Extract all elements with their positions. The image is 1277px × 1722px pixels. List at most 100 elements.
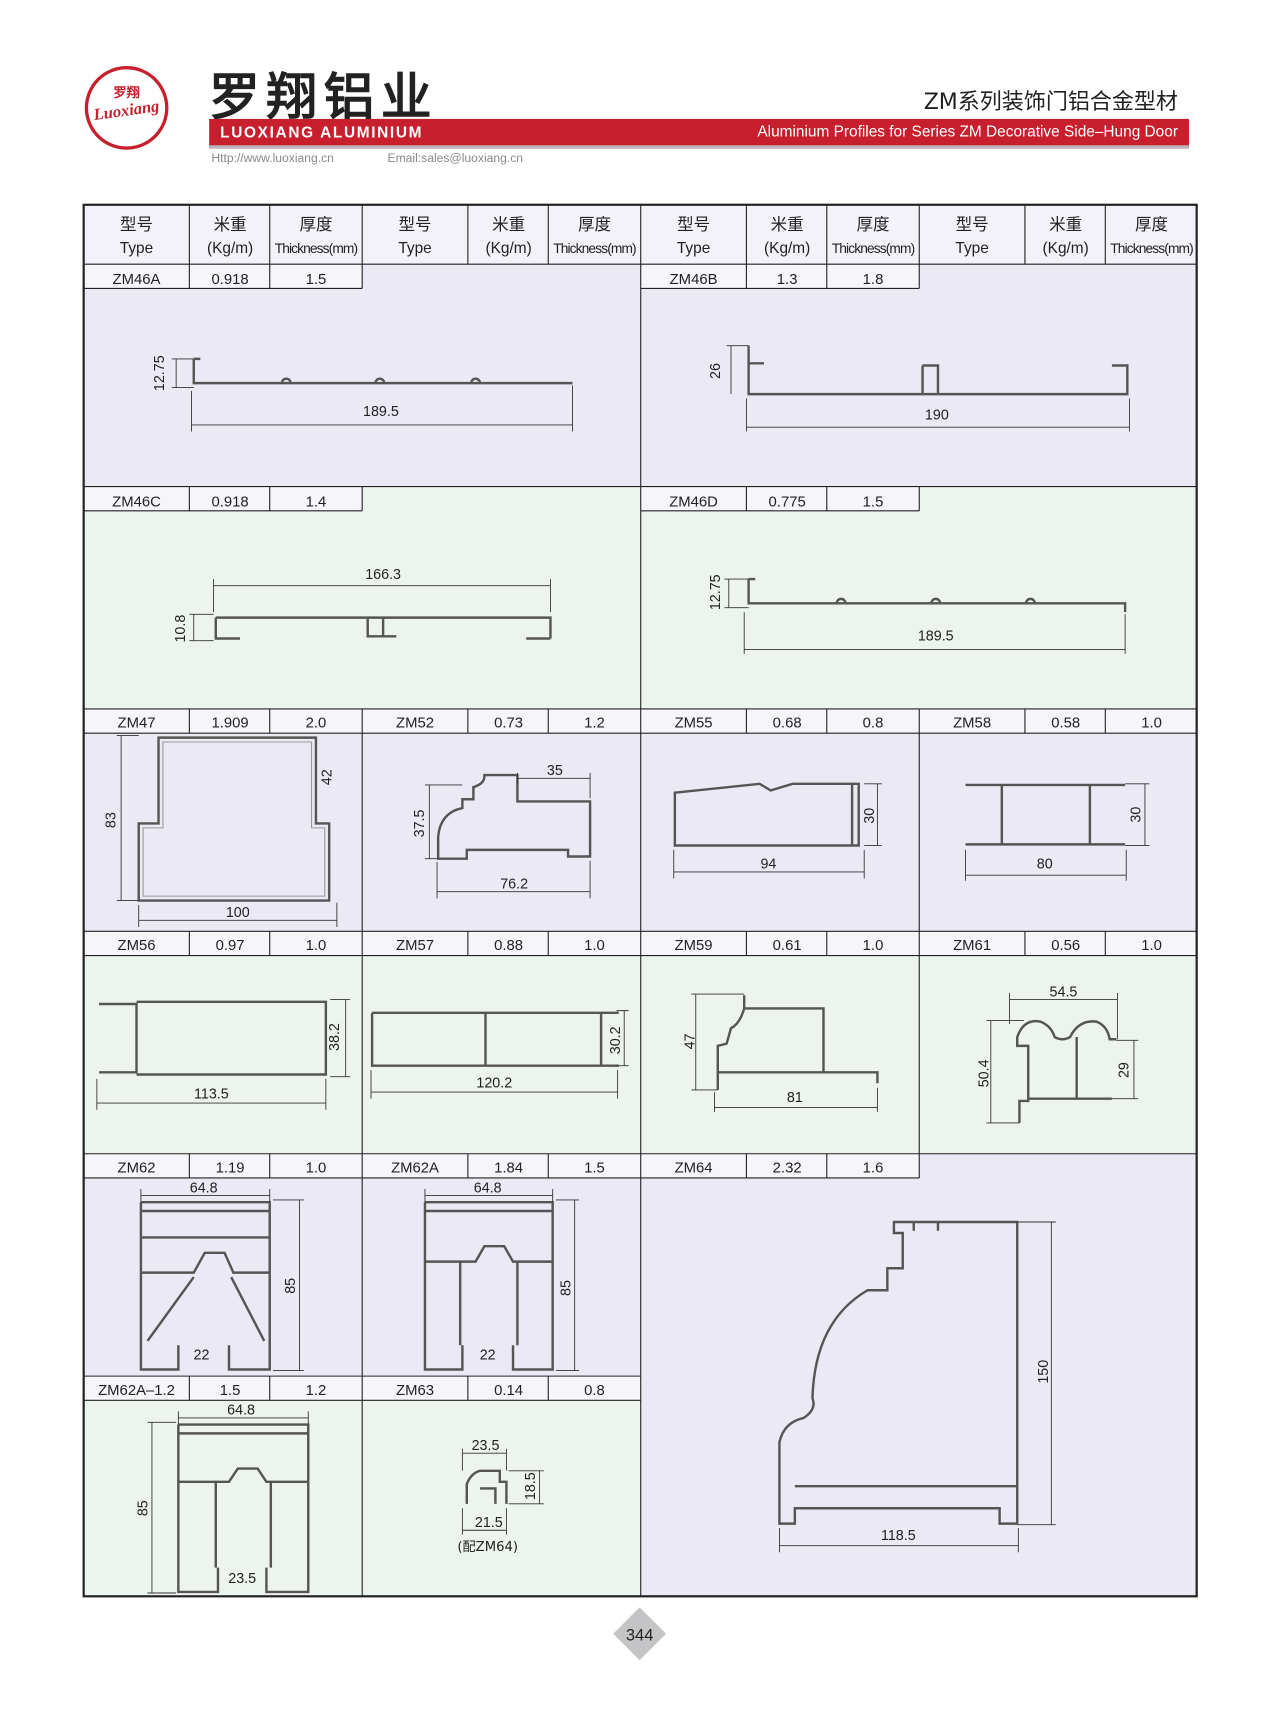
svg-text:12.75: 12.75 <box>152 355 168 391</box>
svg-text:85: 85 <box>136 1500 152 1516</box>
weight-cell: 0.58 <box>1051 716 1080 732</box>
weight-cell: 1.84 <box>494 1160 523 1176</box>
thickness-cell: 0.8 <box>863 716 884 732</box>
svg-text:118.5: 118.5 <box>881 1528 916 1544</box>
svg-text:米重: 米重 <box>492 215 525 234</box>
weight-cell: 1.3 <box>777 272 798 288</box>
type-cell: ZM62A–1.2 <box>98 1383 175 1399</box>
svg-text:Thickness(mm): Thickness(mm) <box>275 241 358 256</box>
page-title-cn: ZM系列装饰门铝合金型材 <box>923 88 1178 115</box>
svg-text:189.5: 189.5 <box>363 404 399 420</box>
thickness-cell: 0.8 <box>584 1383 605 1399</box>
type-cell: ZM63 <box>396 1383 434 1399</box>
type-cell: ZM56 <box>118 938 156 954</box>
svg-text:(Kg/m): (Kg/m) <box>486 240 532 257</box>
profile-zm64: 150 118.5 <box>778 1220 1056 1553</box>
thickness-cell: 1.5 <box>306 272 327 288</box>
profile-zm56: 38.2 113.5 <box>96 999 351 1110</box>
label-row-zm63: ZM63 0.14 0.8 <box>396 1383 605 1399</box>
thickness-cell: 1.5 <box>863 494 884 510</box>
profile-zm55: 30 94 <box>673 782 882 879</box>
company-logo: 罗翔 Luoxiang <box>84 66 169 150</box>
thickness-cell: 1.6 <box>863 1160 884 1176</box>
weight-cell: 0.14 <box>494 1383 523 1399</box>
website-link[interactable]: Http://www.luoxiang.cn <box>211 151 334 166</box>
svg-text:22: 22 <box>194 1348 210 1364</box>
svg-text:166.3: 166.3 <box>365 567 401 583</box>
svg-text:Thickness(mm): Thickness(mm) <box>553 241 636 256</box>
svg-text:Thickness(mm): Thickness(mm) <box>1110 241 1193 256</box>
label-row-zm46d: ZM46D 0.775 1.5 <box>669 494 883 510</box>
type-cell: ZM46D <box>669 494 718 510</box>
email-link[interactable]: Email:sales@luoxiang.cn <box>387 151 523 166</box>
type-cell: ZM57 <box>396 938 434 954</box>
svg-text:76.2: 76.2 <box>500 876 528 892</box>
thickness-cell: 1.4 <box>306 494 327 510</box>
svg-text:型号: 型号 <box>399 215 432 234</box>
svg-text:Thickness(mm): Thickness(mm) <box>832 241 915 256</box>
svg-text:厚度: 厚度 <box>578 215 611 234</box>
weight-cell: 0.73 <box>494 716 523 732</box>
type-cell: ZM61 <box>953 938 991 954</box>
svg-text:80: 80 <box>1037 857 1053 873</box>
svg-text:12.75: 12.75 <box>708 574 724 610</box>
type-cell: ZM58 <box>953 716 991 732</box>
svg-text:30: 30 <box>862 808 878 824</box>
svg-text:50.4: 50.4 <box>977 1059 993 1087</box>
thickness-cell: 1.2 <box>584 716 605 732</box>
svg-text:30: 30 <box>1129 807 1145 823</box>
profile-zm52: 35 37.5 76.2 <box>412 763 592 899</box>
type-cell: ZM55 <box>675 716 713 732</box>
type-cell: ZM59 <box>675 938 713 954</box>
svg-text:83: 83 <box>104 812 120 828</box>
svg-text:85: 85 <box>558 1280 574 1296</box>
weight-cell: 0.918 <box>211 494 248 510</box>
svg-text:厚度: 厚度 <box>299 215 332 234</box>
svg-text:26: 26 <box>708 363 724 379</box>
type-cell: ZM62A <box>391 1160 439 1176</box>
thickness-cell: 1.8 <box>863 272 884 288</box>
weight-cell: 0.68 <box>773 716 802 732</box>
svg-text:100: 100 <box>226 905 250 921</box>
weight-cell: 0.918 <box>211 272 248 288</box>
svg-text:94: 94 <box>760 857 776 873</box>
weight-cell: 0.61 <box>773 938 802 954</box>
zm63-note: (配ZM64) <box>457 1540 518 1555</box>
svg-text:型号: 型号 <box>677 215 710 234</box>
type-cell: ZM47 <box>118 716 156 732</box>
svg-text:190: 190 <box>925 407 949 423</box>
thickness-cell: 1.0 <box>306 938 327 954</box>
weight-cell: 0.88 <box>494 938 523 954</box>
type-cell: ZM46A <box>113 272 161 288</box>
profile-zm59: 47 81 <box>683 993 879 1112</box>
svg-text:35: 35 <box>547 763 563 779</box>
svg-text:150: 150 <box>1036 1360 1052 1384</box>
svg-text:(Kg/m): (Kg/m) <box>1043 240 1089 257</box>
profile-zm57: 30.2 120.2 <box>370 1010 629 1099</box>
svg-text:21.5: 21.5 <box>475 1515 503 1531</box>
brand-name-en: LUOXIANG ALUMINIUM <box>220 123 424 141</box>
table-grid <box>82 203 1198 1598</box>
profile-zm61: 54.5 50.4 29 <box>977 984 1139 1124</box>
svg-text:10.8: 10.8 <box>173 615 189 643</box>
weight-cell: 0.775 <box>769 494 806 510</box>
svg-text:22: 22 <box>480 1348 496 1364</box>
thickness-cell: 1.0 <box>584 938 605 954</box>
svg-text:189.5: 189.5 <box>918 629 954 645</box>
profile-zm63: 23.5 18.5 21.5 (配ZM64) <box>457 1438 544 1555</box>
profile-zm62: 64.8 85 22 <box>139 1180 304 1372</box>
svg-text:64.8: 64.8 <box>227 1403 255 1419</box>
